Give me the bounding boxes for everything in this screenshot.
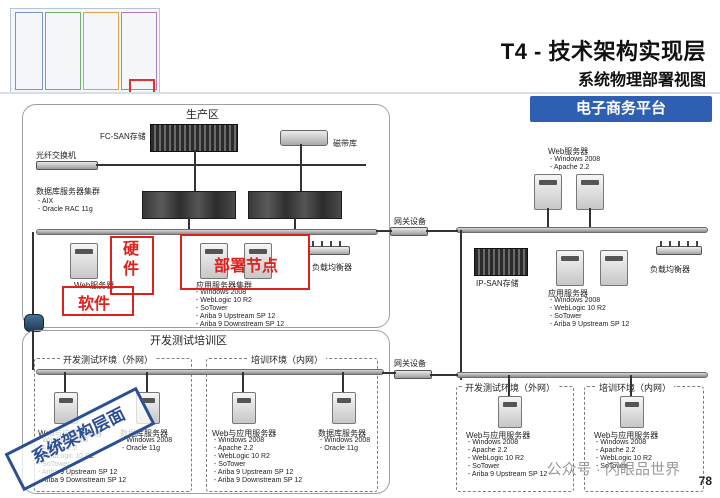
web-server-right-title: Web服务器: [548, 147, 589, 156]
link-line: [32, 330, 34, 370]
train-app-server-icon: [232, 392, 256, 424]
ip-san-label: IP-SAN存储: [476, 279, 519, 288]
app-server-icon: [244, 243, 272, 279]
page-number: 78: [698, 474, 712, 488]
tape-library-label: 磁带库: [333, 139, 357, 148]
devtest-zone-label: 开发测试培训区: [150, 335, 227, 347]
train-db-title: 数据库服务器: [318, 429, 366, 438]
deploy-node-annotation: 部署节点: [214, 258, 279, 275]
thumbnail-column: [45, 12, 81, 90]
devtest-bus: [36, 369, 384, 375]
web-server-icon: [70, 243, 98, 279]
right-dev-app-server-icon: [498, 396, 522, 428]
right-devtest-bus: [456, 372, 708, 378]
link-line: [32, 232, 34, 318]
app-cluster-specs: - Windows 2008 - WebLogic 10 R2 - SoTowe…: [196, 289, 285, 328]
slide-thumbnail[interactable]: [10, 8, 160, 94]
san-link-line: [96, 164, 366, 166]
right-dev-app-title: Web与应用服务器: [466, 431, 531, 440]
train-db-server-icon: [332, 392, 356, 424]
app-server-icon: [556, 250, 584, 286]
link-line: [589, 208, 591, 227]
train-env-label: 培训环境（内网）: [248, 353, 327, 366]
page-title: T4 - 技术架构实现层: [500, 39, 706, 64]
app-cluster-title: 应用服务器集群: [196, 281, 252, 290]
web-server-label: Web服务器: [74, 281, 115, 290]
dev-db-specs: - Windows 2008 - Oracle 11g: [122, 437, 173, 452]
fc-san-storage-icon: [150, 124, 238, 152]
train-app-specs: - Windows 2008 - Apache 2.2 - WebLogic 1…: [214, 437, 303, 484]
right-dev-app-specs: - Windows 2008 - Apache 2.2 - WebLogic 1…: [468, 439, 548, 478]
platform-banner: 电子商务平台: [530, 96, 712, 122]
thumbnail-column: [83, 12, 119, 90]
gateway-label: 网关设备: [394, 217, 426, 226]
load-balancer-label: 负载均衡器: [312, 263, 352, 272]
link-line: [547, 208, 549, 227]
san-link-line: [300, 144, 302, 192]
link-line: [376, 230, 392, 232]
right-dev-env-label: 开发测试环境（外网）: [462, 381, 559, 394]
app-server-icon: [600, 250, 628, 286]
right-train-app-title: Web与应用服务器: [594, 431, 659, 440]
software-annotation: 软件: [78, 296, 111, 313]
watermark: 公众号 · 闪眼品世界: [546, 461, 680, 478]
page-subtitle: 系统物理部署视图: [577, 72, 706, 89]
software-annotation-box: [62, 286, 134, 316]
link-line: [342, 372, 344, 392]
link-line: [146, 372, 148, 392]
deploy-node-annotation-box: [180, 234, 310, 290]
db-cluster-title: 数据库服务器集群: [36, 187, 100, 196]
train-app-title: Web与应用服务器: [212, 429, 277, 438]
right-train-env-label: 培训环境（内网）: [596, 381, 675, 394]
gateway-icon: [394, 370, 432, 379]
hardware-annotation: 硬 件: [123, 241, 140, 278]
link-line: [426, 230, 458, 232]
link-line: [630, 375, 632, 396]
devtest-zone: [22, 330, 390, 494]
link-line: [460, 230, 462, 380]
dev-db-title: 数据库服务器: [120, 429, 168, 438]
web-server-icon: [534, 174, 562, 210]
platform-bus: [456, 227, 708, 233]
san-link-line: [194, 150, 196, 192]
app-server-right-title: 应用服务器: [548, 289, 588, 298]
link-line: [382, 372, 396, 374]
fiber-switch-label: 光纤交换机: [36, 151, 76, 160]
right-train-app-specs: - Windows 2008 - Apache 2.2 - WebLogic 1…: [596, 439, 652, 470]
link-line: [64, 372, 66, 392]
web-server-right-specs: - Windows 2008 - Apache 2.2: [550, 156, 601, 171]
db-server-icon: [142, 191, 236, 219]
db-cluster-specs: - AIX - Oracle RAC 11g: [38, 198, 93, 213]
tape-library-icon: [280, 130, 328, 146]
web-server-icon: [576, 174, 604, 210]
fc-san-label: FC-SAN存储: [100, 132, 146, 141]
link-line: [430, 374, 458, 376]
load-balancer-icon: [656, 241, 702, 255]
load-balancer-right-label: 负载均衡器: [650, 265, 690, 274]
link-line: [294, 217, 296, 229]
app-server-right-specs: - Windows 2008 - WebLogic 10 R2 - SoTowe…: [550, 297, 630, 328]
gateway-label: 网关设备: [394, 359, 426, 368]
gateway-icon: [390, 227, 428, 236]
dev-env-label: 开发测试环境（外网）: [60, 353, 157, 366]
ip-san-storage-icon: [474, 248, 528, 276]
train-db-specs: - Windows 2008 - Oracle 11g: [320, 437, 371, 452]
thumbnail-column: [15, 12, 43, 90]
link-line: [508, 375, 510, 396]
production-zone: [22, 104, 390, 328]
header-divider: [0, 92, 720, 94]
load-balancer-icon: [308, 241, 350, 255]
app-server-icon: [200, 243, 228, 279]
db-server-icon: [248, 191, 342, 219]
production-zone-label: 生产区: [186, 109, 219, 121]
thumbnail-column: [121, 12, 157, 90]
right-train-app-server-icon: [620, 396, 644, 428]
link-line: [242, 372, 244, 392]
link-line: [188, 217, 190, 229]
fiber-switch-icon: [36, 161, 98, 170]
